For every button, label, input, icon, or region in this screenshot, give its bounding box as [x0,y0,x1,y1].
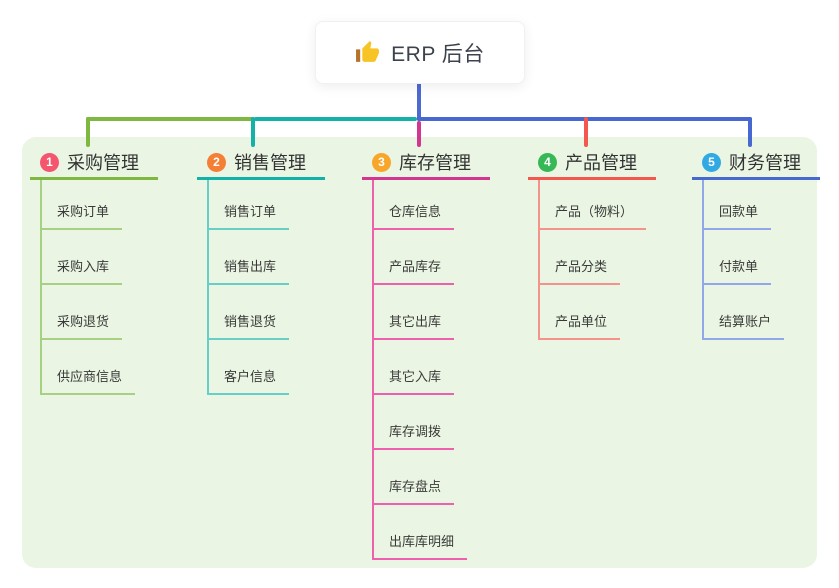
branch-3-drop-line [417,121,421,147]
branch-1-trunk-line [40,180,42,395]
branch-2-trunk-line [207,180,209,395]
mindmap-node[interactable]: 采购入库 [40,256,123,285]
branch-4-title: 产品管理 [565,153,637,173]
branch-4-column: 4 产品管理 产品（物料） 产品分类 产品单位 [528,147,698,340]
mindmap-node[interactable]: 仓库信息 [372,201,455,230]
branch-1-title: 采购管理 [67,153,139,173]
root-stem-line [417,82,421,121]
branch-1-drop-line [86,117,90,147]
branch-5-column: 5 财务管理 回款单 付款单 结算账户 [692,147,839,340]
branch-2-badge: 2 [207,152,226,172]
branch-4-badge: 4 [538,152,557,172]
branch-5-title: 财务管理 [729,153,801,173]
branch-3-trunk-line [372,180,374,560]
branch-1-children: 采购订单 采购入库 采购退货 供应商信息 [40,175,136,395]
mindmap-node[interactable]: 库存调拨 [372,421,455,450]
branch-2-title: 销售管理 [234,153,306,173]
branch-1-title-node[interactable]: 1 采购管理 [30,147,158,180]
branch-5-drop-line [748,117,752,147]
branch-4-title-node[interactable]: 4 产品管理 [528,147,656,180]
mindmap-node[interactable]: 其它出库 [372,311,455,340]
branch-2-children: 销售订单 销售出库 销售退货 客户信息 [207,175,290,395]
mindmap-node[interactable]: 采购退货 [40,311,123,340]
rail-line-teal [254,117,417,121]
branch-5-children: 回款单 付款单 结算账户 [702,175,785,340]
branch-2-column: 2 销售管理 销售订单 销售出库 销售退货 客户信息 [197,147,367,395]
branch-1-column: 1 采购管理 采购订单 采购入库 采购退货 供应商信息 [30,147,200,395]
root-title: ERP 后台 [391,42,485,66]
mindmap-node[interactable]: 产品分类 [538,256,621,285]
mindmap-node[interactable]: 销售出库 [207,256,290,285]
branch-3-column: 3 库存管理 仓库信息 产品库存 其它出库 其它入库 库存调拨 库存盘点 出库库… [362,147,532,560]
mindmap-node[interactable]: 库存盘点 [372,476,455,505]
root-node[interactable]: ERP 后台 [315,21,525,84]
mindmap-node[interactable]: 供应商信息 [40,366,136,395]
branch-2-drop-line [251,117,255,147]
mindmap-node[interactable]: 出库库明细 [372,531,468,560]
branch-3-title: 库存管理 [399,153,471,173]
branch-2-title-node[interactable]: 2 销售管理 [197,147,325,180]
branch-3-title-node[interactable]: 3 库存管理 [362,147,490,180]
branch-5-trunk-line [702,180,704,340]
branch-3-children: 仓库信息 产品库存 其它出库 其它入库 库存调拨 库存盘点 出库库明细 [372,175,468,560]
mindmap-node[interactable]: 采购订单 [40,201,123,230]
mindmap-node[interactable]: 产品库存 [372,256,455,285]
mindmap-node[interactable]: 产品单位 [538,311,621,340]
thumbs-up-icon [355,40,380,65]
mindmap-node[interactable]: 产品（物料） [538,201,647,230]
branch-5-title-node[interactable]: 5 财务管理 [692,147,820,180]
mindmap-node[interactable]: 结算账户 [702,311,785,340]
branch-4-trunk-line [538,180,540,340]
rail-line-green [86,117,254,121]
mindmap-node[interactable]: 销售退货 [207,311,290,340]
branch-3-badge: 3 [372,152,391,172]
mindmap-node[interactable]: 回款单 [702,201,772,230]
mindmap-node[interactable]: 付款单 [702,256,772,285]
mindmap-node[interactable]: 销售订单 [207,201,290,230]
branch-1-badge: 1 [40,152,59,172]
mindmap-node[interactable]: 其它入库 [372,366,455,395]
branch-4-drop-line [584,117,588,147]
branch-5-badge: 5 [702,152,721,172]
branches-background-panel [22,137,817,568]
mindmap-node[interactable]: 客户信息 [207,366,290,395]
branch-4-children: 产品（物料） 产品分类 产品单位 [538,175,647,340]
